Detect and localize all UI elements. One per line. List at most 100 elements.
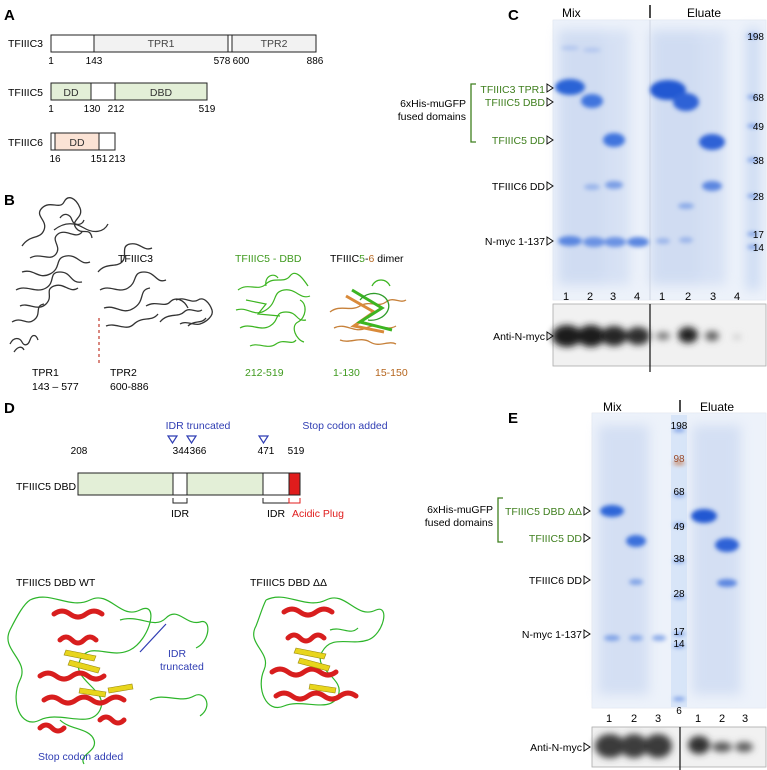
svg-text:1: 1	[563, 291, 569, 303]
b-tpr2: TPR2	[110, 367, 137, 379]
d-idr-trunc: IDR truncated	[166, 420, 231, 432]
b-dimer-title: TFIIIC5-6 dimer	[330, 253, 404, 265]
c3-dom2: TPR2	[261, 38, 288, 50]
d-dd-structure	[254, 597, 384, 707]
svg-text:3: 3	[742, 713, 748, 725]
c-bracket	[471, 84, 476, 142]
e-eluate: Eluate	[700, 400, 734, 414]
svg-text:1: 1	[695, 713, 701, 725]
d-idr2-box	[263, 473, 289, 495]
panel-a: A TFIIIC3 TPR1 TPR2 1 143 578 600 886 TF…	[4, 7, 324, 165]
c5-c6-dimer-structure	[330, 280, 406, 344]
svg-text:2: 2	[685, 291, 691, 303]
c-label-nmyc: N-myc 1-137	[485, 236, 545, 248]
c-label-c5dbd: TFIIIC5 DBD	[485, 97, 546, 109]
panel-label-e: E	[508, 410, 518, 427]
c3-name: TFIIIC3	[8, 38, 43, 50]
e-marker-38: 38	[673, 554, 685, 565]
e-label-c5dd: TFIIIC5 DD	[529, 533, 583, 545]
svg-text:3: 3	[655, 713, 661, 725]
b-tpr1: TPR1	[32, 367, 59, 379]
e-marker-17: 17	[673, 627, 685, 638]
c6-name: TFIIIC6	[8, 137, 43, 149]
panel-label-d: D	[4, 400, 15, 417]
panel-c: C Mix Eluate	[398, 5, 766, 372]
c-marker-49: 49	[753, 122, 765, 133]
c-label-c5dd: TFIIIC5 DD	[492, 135, 546, 147]
svg-text:2: 2	[719, 713, 725, 725]
d-idr1: IDR	[171, 508, 190, 520]
c-marker-17: 17	[753, 230, 765, 241]
tfiiic3-structure	[10, 198, 212, 352]
panel-d: D IDR truncated Stop codon added 208 344…	[4, 400, 388, 764]
e-label-dbd-dd: TFIIIC5 DBD ΔΔ	[505, 506, 582, 518]
d-wt-stop: Stop codon added	[38, 751, 123, 763]
e-fused-1: 6xHis-muGFP	[427, 504, 493, 516]
e-mix: Mix	[603, 400, 622, 414]
c5-n4: 519	[199, 104, 216, 115]
d-wt-idr1: IDR	[168, 648, 187, 660]
c-fused-1: 6xHis-muGFP	[400, 98, 466, 110]
d-n519: 519	[288, 446, 305, 457]
e-marker-68: 68	[673, 487, 685, 498]
e-marker-49: 49	[673, 522, 685, 533]
c3-n2: 143	[86, 56, 103, 67]
e-label-c6dd: TFIIIC6 DD	[529, 575, 583, 587]
d-idr-cut-line	[140, 624, 166, 652]
b-tpr1-range: 143 – 577	[32, 381, 79, 393]
svg-text:4: 4	[634, 291, 640, 303]
svg-text:2: 2	[587, 291, 593, 303]
c5-n3: 212	[108, 104, 125, 115]
c6-n1: 16	[49, 154, 61, 165]
d-idr1-box	[173, 473, 187, 495]
c5-n2: 130	[84, 104, 101, 115]
c-fused-2: fused domains	[398, 111, 466, 123]
c3-n3: 578	[214, 56, 231, 67]
c6-n3: 213	[109, 154, 126, 165]
b-dimer-r2: 15-150	[375, 367, 408, 379]
d-stop: Stop codon added	[302, 420, 387, 432]
d-acidic-plug	[289, 473, 300, 495]
e-marker-198: 198	[671, 421, 688, 432]
c5-dom2: DBD	[150, 87, 173, 99]
d-n208: 208	[71, 446, 88, 457]
svg-text:4: 4	[734, 291, 740, 303]
c3-dom1: TPR1	[148, 38, 175, 50]
e-fused-2: fused domains	[425, 517, 493, 529]
b-dimer-r1: 1-130	[333, 367, 360, 379]
svg-text:3: 3	[610, 291, 616, 303]
svg-text:2: 2	[631, 713, 637, 725]
panel-b: B TFIIIC3 TPR1 143 – 577 TPR2 600	[4, 192, 408, 393]
d-name: TFIIIC5 DBD	[16, 481, 77, 493]
d-n366: 366	[190, 446, 207, 457]
c3-n5: 886	[307, 56, 324, 67]
d-wt: TFIIIC5 DBD WT	[16, 577, 96, 589]
d-n344: 344	[173, 446, 190, 457]
c3-n4: 600	[233, 56, 250, 67]
e-marker-98: 98	[673, 454, 685, 465]
e-bracket	[498, 498, 503, 542]
e-blot-label: Anti-N-myc	[530, 742, 582, 754]
c-arrowheads	[547, 84, 553, 245]
c-marker-28: 28	[753, 192, 765, 203]
svg-text:1: 1	[606, 713, 612, 725]
panel-e: E Mix Eluate	[425, 400, 766, 770]
panel-label-a: A	[4, 7, 15, 24]
c5-name: TFIIIC5	[8, 87, 43, 99]
d-plug: Acidic Plug	[292, 508, 344, 520]
c6-n2: 151	[91, 154, 108, 165]
c-mix: Mix	[562, 6, 581, 20]
d-n471: 471	[258, 446, 275, 457]
c-eluate: Eluate	[687, 6, 721, 20]
c-marker-198: 198	[747, 32, 764, 43]
c-label-tpr1: TFIIIC3 TPR1	[480, 84, 545, 96]
d-wt-idr2: truncated	[160, 661, 204, 673]
e-marker-28: 28	[673, 589, 685, 600]
d-dd: TFIIIC5 DBD ΔΔ	[250, 577, 327, 589]
e-marker-14: 14	[673, 639, 685, 650]
panel-label-c: C	[508, 7, 519, 24]
c6-dom1: DD	[69, 137, 85, 149]
c-marker-68: 68	[753, 93, 765, 104]
panel-label-b: B	[4, 192, 15, 209]
c-blot-label: Anti-N-myc	[493, 331, 545, 343]
